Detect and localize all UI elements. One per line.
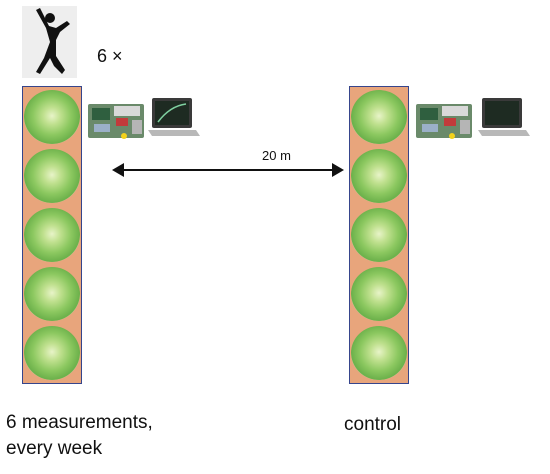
sensor-board-icon (88, 104, 144, 139)
dancing-person-icon (36, 8, 70, 74)
lettuce-icon (351, 90, 407, 144)
lettuce-icon (351, 208, 407, 262)
lettuce-icon (351, 326, 407, 380)
lettuce-icon (24, 326, 80, 380)
sensor-board-icon (416, 104, 472, 139)
laptop-icon (148, 98, 200, 136)
right-laptop (476, 96, 532, 145)
repeat-count-label: 6 × (97, 46, 123, 66)
left-caption-line-1: 6 measurements, (6, 412, 153, 433)
lettuce-icon (24, 267, 80, 321)
lettuce-icon (351, 149, 407, 203)
left-equipment (86, 98, 146, 147)
person-box (22, 6, 77, 78)
left-caption-line-2: every week (6, 437, 103, 459)
lettuce-icon (24, 149, 80, 203)
double-arrow-icon (112, 163, 344, 177)
left-laptop (146, 96, 202, 145)
right-caption: control (344, 414, 402, 435)
lettuce-icon (351, 267, 407, 321)
left-plant-column (22, 86, 82, 384)
right-plant-column (349, 86, 409, 384)
lettuce-icon (24, 90, 80, 144)
distance-label: 20 m (262, 148, 291, 163)
left-caption: 6 measurements, every week (6, 410, 153, 461)
laptop-icon (478, 98, 530, 136)
lettuce-icon (24, 208, 80, 262)
right-equipment (414, 98, 474, 147)
